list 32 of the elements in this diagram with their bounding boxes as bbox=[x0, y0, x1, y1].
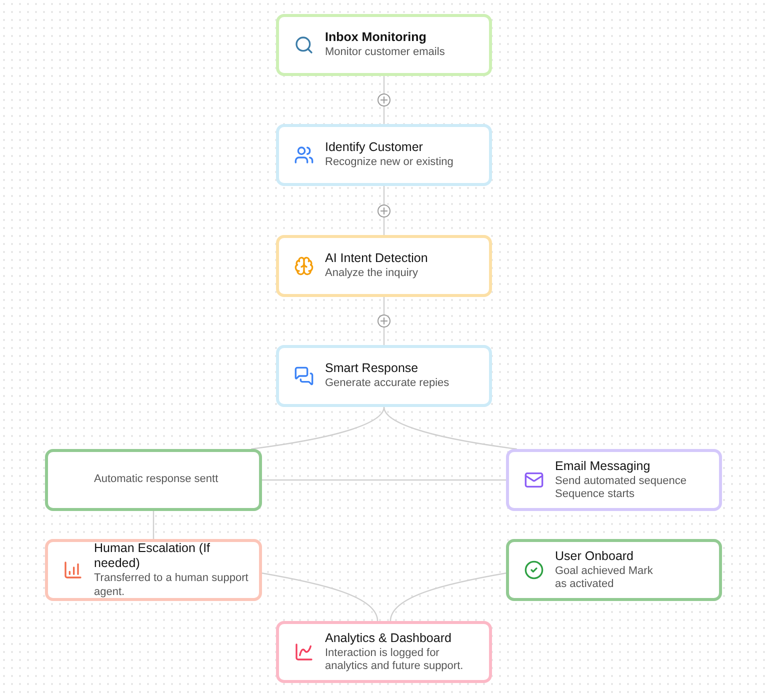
process-card bbox=[276, 124, 492, 186]
process-card bbox=[45, 539, 262, 601]
connector-line bbox=[152, 511, 154, 539]
connector-line bbox=[262, 479, 506, 481]
step-title: Analytics & Dashboard bbox=[325, 630, 452, 646]
step-title: Smart Response bbox=[325, 361, 420, 376]
process-card bbox=[276, 621, 492, 683]
process-card bbox=[276, 14, 492, 76]
process-card bbox=[506, 539, 722, 601]
connector-line bbox=[390, 572, 506, 622]
step-title: User Onboard bbox=[555, 548, 635, 564]
process-card bbox=[276, 345, 492, 407]
connector-line bbox=[383, 406, 517, 450]
connector-line bbox=[251, 406, 385, 450]
step-title: Inbox Monitoring bbox=[325, 30, 428, 46]
step-description: Interaction is logged for analytics and future support. bbox=[325, 646, 464, 674]
step-title: Human Escalation (If needed) bbox=[94, 541, 212, 571]
process-card bbox=[45, 449, 262, 511]
step-description: Generate accurate repies bbox=[325, 377, 450, 391]
step-description: Transferred to a human support agent. bbox=[94, 572, 249, 599]
step-description: Monitor customer emails bbox=[325, 46, 445, 60]
process-card bbox=[506, 449, 722, 511]
step-title: Identify Customer bbox=[325, 140, 424, 156]
step-description: Automatic response sentt bbox=[94, 473, 218, 487]
connector-line bbox=[262, 572, 378, 622]
step-description: Send automated sequence Sequence starts bbox=[555, 474, 688, 502]
step-description: Recognize new or existing bbox=[325, 156, 454, 170]
step-title: Email Messaging bbox=[555, 458, 652, 474]
process-card bbox=[276, 235, 492, 297]
step-description: Goal achieved Mark as activated bbox=[555, 564, 654, 592]
step-description: Analyze the inquiry bbox=[325, 267, 419, 281]
step-title: AI Intent Detection bbox=[325, 251, 428, 266]
